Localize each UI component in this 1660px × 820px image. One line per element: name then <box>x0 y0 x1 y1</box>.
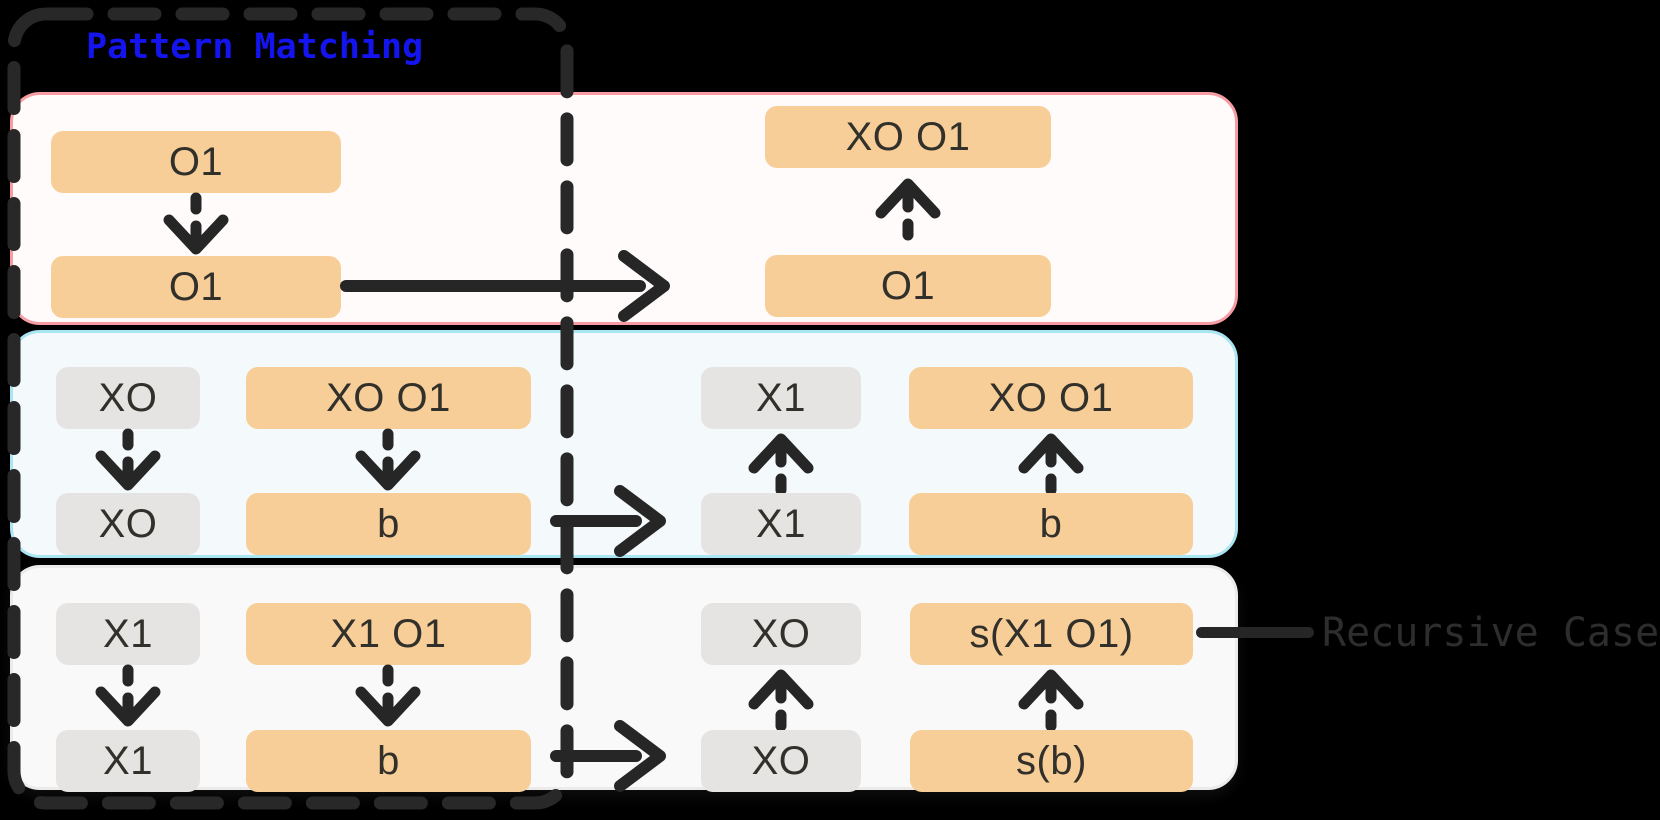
variable-box: XO <box>701 730 861 792</box>
variable-box: X1 <box>56 730 200 792</box>
term-box: s(b) <box>910 730 1193 792</box>
variable-box: XO <box>56 367 200 429</box>
up-arrow-icon <box>1018 669 1084 732</box>
down-arrow-icon <box>163 192 229 255</box>
recursive-case-label: Recursive Case <box>1322 610 1660 656</box>
right-arrow-icon <box>550 720 666 792</box>
up-arrow-icon <box>875 178 941 241</box>
term-box: X1 O1 <box>246 603 531 665</box>
up-arrow-icon <box>748 433 814 496</box>
right-arrow-icon <box>550 485 666 557</box>
down-arrow-icon <box>355 428 421 491</box>
term-box: b <box>246 730 531 792</box>
pattern-matching-title: Pattern Matching <box>86 27 424 67</box>
term-box: XO O1 <box>909 367 1193 429</box>
down-arrow-icon <box>95 664 161 727</box>
term-box: b <box>909 493 1193 555</box>
right-arrow-icon <box>340 250 670 322</box>
term-box: XO O1 <box>246 367 531 429</box>
down-arrow-icon <box>95 428 161 491</box>
variable-box: X1 <box>701 493 861 555</box>
variable-box: XO <box>701 603 861 665</box>
term-box: O1 <box>765 255 1051 317</box>
term-box: b <box>246 493 531 555</box>
variable-box: X1 <box>701 367 861 429</box>
term-box: O1 <box>51 131 341 193</box>
term-box: O1 <box>51 256 341 318</box>
term-box: XO O1 <box>765 106 1051 168</box>
variable-box: X1 <box>56 603 200 665</box>
down-arrow-icon <box>355 664 421 727</box>
term-box: s(X1 O1) <box>910 603 1193 665</box>
annotation-connector-line <box>1196 627 1314 638</box>
variable-box: XO <box>56 493 200 555</box>
up-arrow-icon <box>748 669 814 732</box>
up-arrow-icon <box>1018 433 1084 496</box>
